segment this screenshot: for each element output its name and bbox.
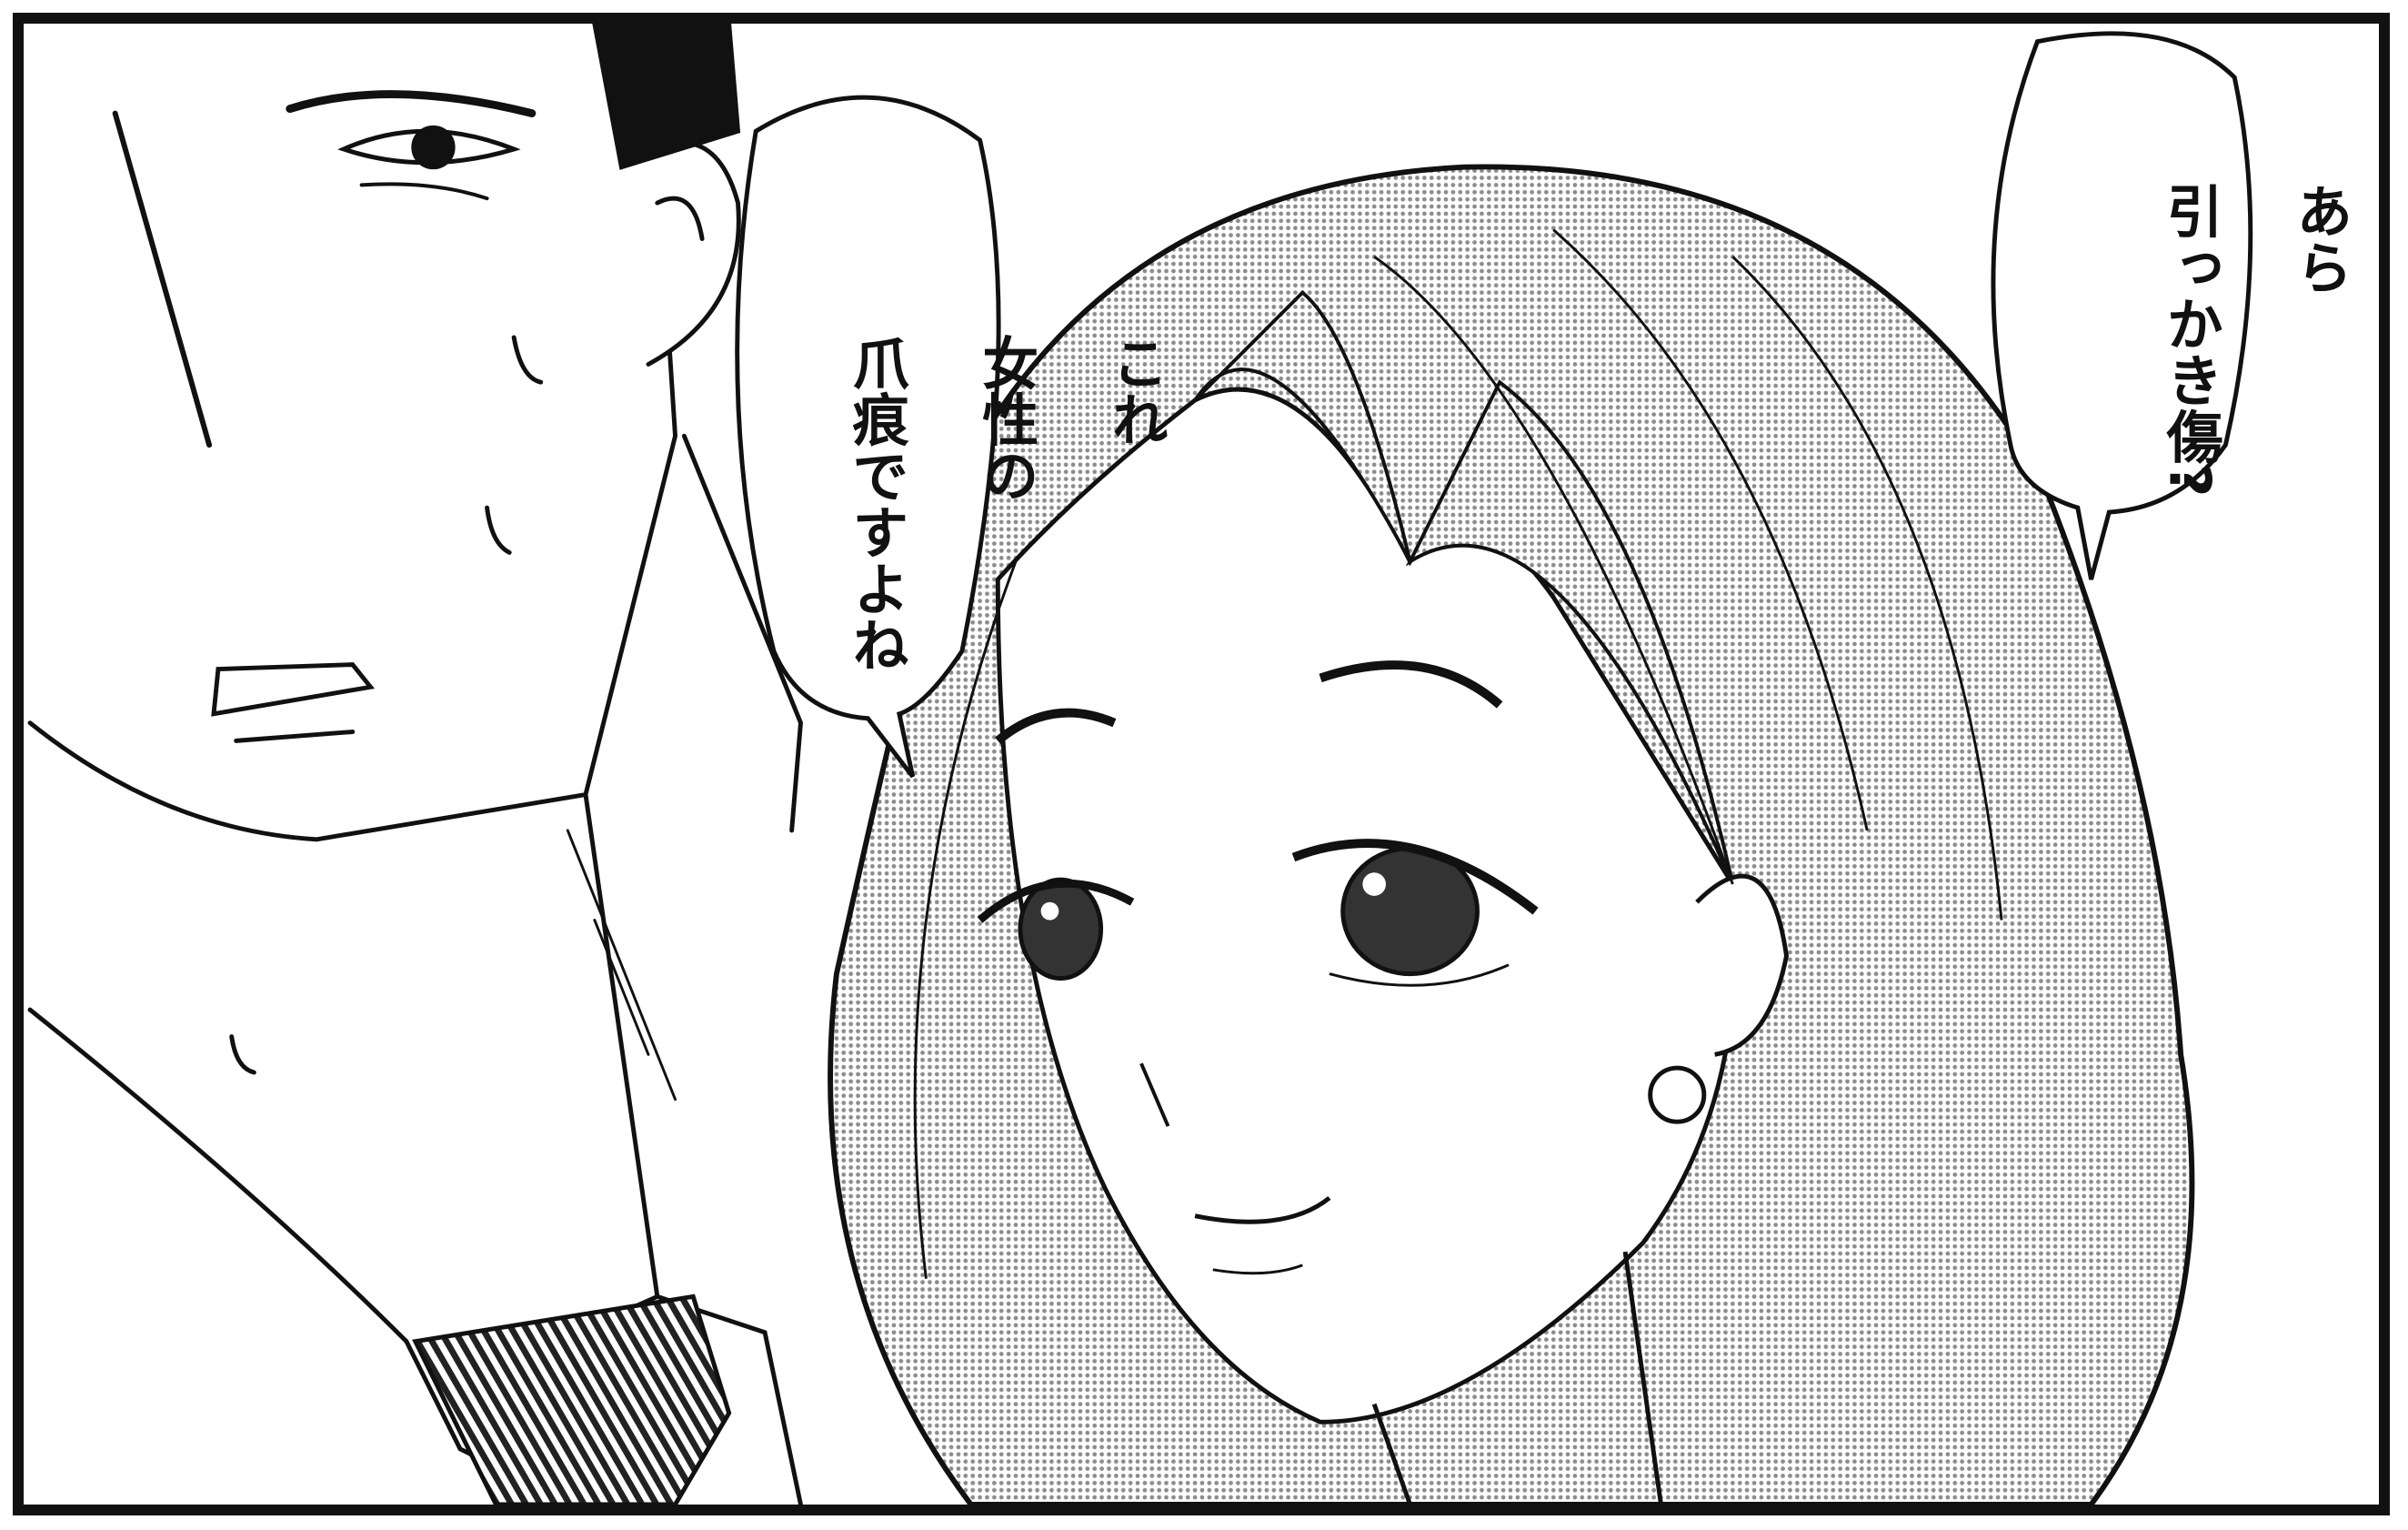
- manga-panel: これ 女性の 爪痕ですよね あら 引っかき傷?: [13, 13, 2390, 1515]
- necktie: [412, 1293, 732, 1505]
- dialogue-line: あら: [2286, 182, 2353, 296]
- dialogue-line: 爪痕ですよね: [842, 334, 909, 673]
- dialogue-line: 女性の: [972, 334, 1039, 504]
- dialogue-line: 引っかき傷?: [2156, 182, 2223, 498]
- man-figure: [27, 24, 803, 1505]
- woman-speech-bubble: [1991, 31, 2253, 580]
- woman-dialogue: あら 引っかき傷?: [2092, 104, 2379, 498]
- panel-artwork: [27, 24, 2253, 1505]
- man-dialogue: これ 女性の 爪痕ですよね: [778, 256, 1232, 672]
- dialogue-line: これ: [1101, 334, 1169, 448]
- man-speech-bubble: [735, 95, 1001, 779]
- woman-figure: [828, 164, 2195, 1505]
